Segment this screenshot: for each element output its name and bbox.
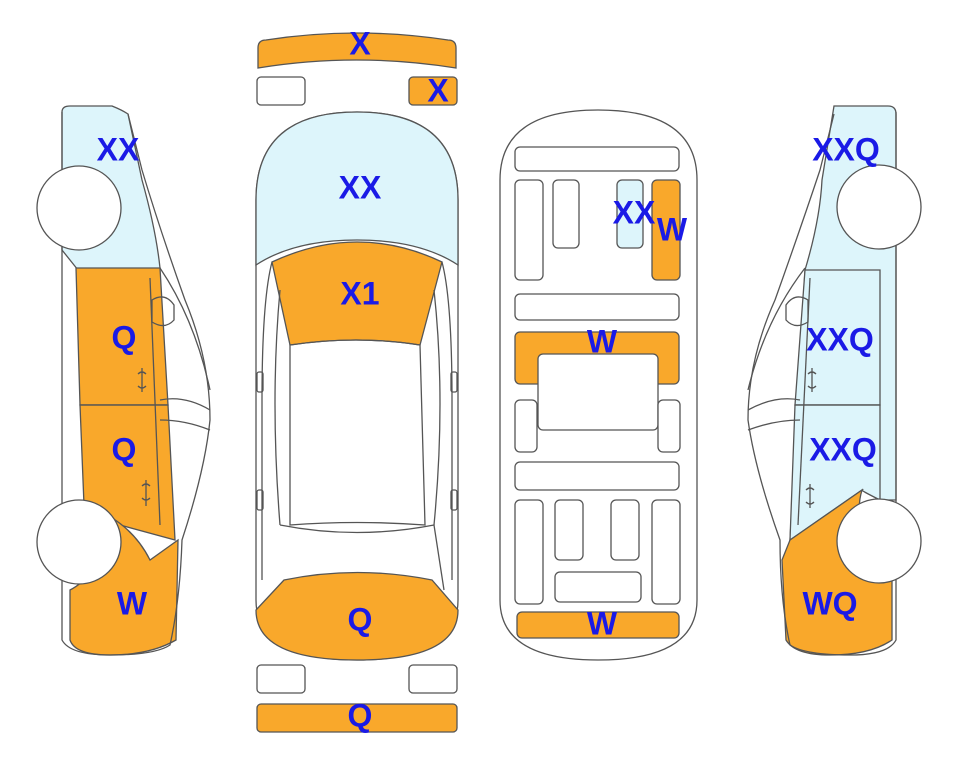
- left-door-edge: [149, 277, 161, 526]
- interior-rear-right-col[interactable]: [651, 499, 681, 605]
- top-right-mirror-rear: [450, 489, 458, 511]
- front-bumper-label: X: [349, 25, 371, 61]
- top-left-mirror-rear: [256, 489, 264, 511]
- interior-second-bar[interactable]: [514, 293, 680, 321]
- top-right-side-line: [433, 261, 453, 580]
- interior-bottom-floor[interactable]: [516, 611, 680, 639]
- rear-right-small-panel[interactable]: [408, 664, 458, 694]
- rear-window-line: [279, 524, 445, 591]
- front-bumper-panel[interactable]: [257, 32, 457, 69]
- interior-small-panel[interactable]: [616, 179, 644, 249]
- right-body-outline: [747, 112, 897, 656]
- right-rear-handle: [805, 484, 815, 508]
- right-front-wheel: [836, 164, 922, 250]
- left-mirror: [151, 296, 175, 327]
- right-door-edge: [797, 277, 811, 526]
- left-side-view: XX Q Q W: [36, 105, 211, 656]
- left-front-handle: [137, 368, 147, 392]
- left-body-outline: [61, 112, 211, 656]
- left-rear-door-label: Q: [112, 431, 137, 467]
- interior-rear-bench[interactable]: [554, 571, 642, 603]
- rear-bumper-label: Q: [348, 697, 373, 733]
- top-left-side-line: [261, 261, 281, 580]
- interior-outline: [499, 109, 698, 661]
- right-windshield-line: [747, 267, 806, 391]
- left-windshield-line: [159, 267, 211, 391]
- rear-left-small-panel[interactable]: [256, 664, 306, 694]
- left-door-line: [80, 398, 211, 431]
- top-left-mirror: [256, 371, 264, 393]
- interior-left-column[interactable]: [514, 179, 544, 281]
- interior-rear-seat-left[interactable]: [554, 499, 584, 561]
- roof-panel[interactable]: [289, 339, 426, 526]
- windshield-label: XX: [339, 169, 382, 205]
- interior-top-bar[interactable]: [514, 146, 680, 172]
- left-rear-quarter-label: W: [117, 585, 148, 621]
- front-right-small-panel[interactable]: [408, 76, 458, 106]
- top-view: X X XX X1 Q Q: [255, 25, 459, 733]
- left-front-door-label: Q: [112, 319, 137, 355]
- interior-third-bar[interactable]: [514, 461, 680, 491]
- right-window-label: XXQ: [812, 131, 880, 167]
- front-left-small-panel[interactable]: [256, 76, 306, 106]
- rear-hood-panel[interactable]: [255, 571, 459, 661]
- right-rear-wheel: [836, 498, 922, 584]
- interior-bottom-floor-label: W: [587, 605, 618, 641]
- interior-rear-seat-right[interactable]: [610, 499, 640, 561]
- interior-small-panel-label: XX: [613, 194, 656, 230]
- right-side-view: XXQ XXQ XXQ WQ: [747, 105, 922, 656]
- rear-bumper-panel[interactable]: [256, 703, 458, 733]
- interior-left-mid[interactable]: [514, 399, 538, 453]
- left-front-wheel: [36, 165, 122, 251]
- right-front-handle: [807, 368, 817, 392]
- front-small-panel-label: X: [427, 72, 449, 108]
- left-window-label: XX: [97, 131, 140, 167]
- interior-view: XX W W W: [499, 109, 698, 661]
- interior-right-panel-label: W: [657, 211, 688, 247]
- interior-rear-left-col[interactable]: [514, 499, 544, 605]
- interior-left-seat[interactable]: [552, 179, 580, 249]
- interior-right-mid[interactable]: [657, 399, 681, 453]
- right-rear-quarter-label: WQ: [802, 585, 857, 621]
- left-rear-handle: [141, 480, 151, 506]
- hood-front-label: X1: [340, 275, 379, 311]
- right-mirror: [785, 296, 809, 327]
- right-door-line: [747, 398, 880, 431]
- right-rear-door-label: XXQ: [809, 431, 877, 467]
- windshield-panel[interactable]: [255, 111, 459, 267]
- right-front-door-label: XXQ: [806, 321, 874, 357]
- left-rear-wheel: [36, 499, 122, 585]
- top-right-mirror: [450, 371, 458, 393]
- interior-right-panel[interactable]: [651, 179, 681, 281]
- rear-hood-label: Q: [348, 601, 373, 637]
- interior-center-box[interactable]: [537, 353, 659, 431]
